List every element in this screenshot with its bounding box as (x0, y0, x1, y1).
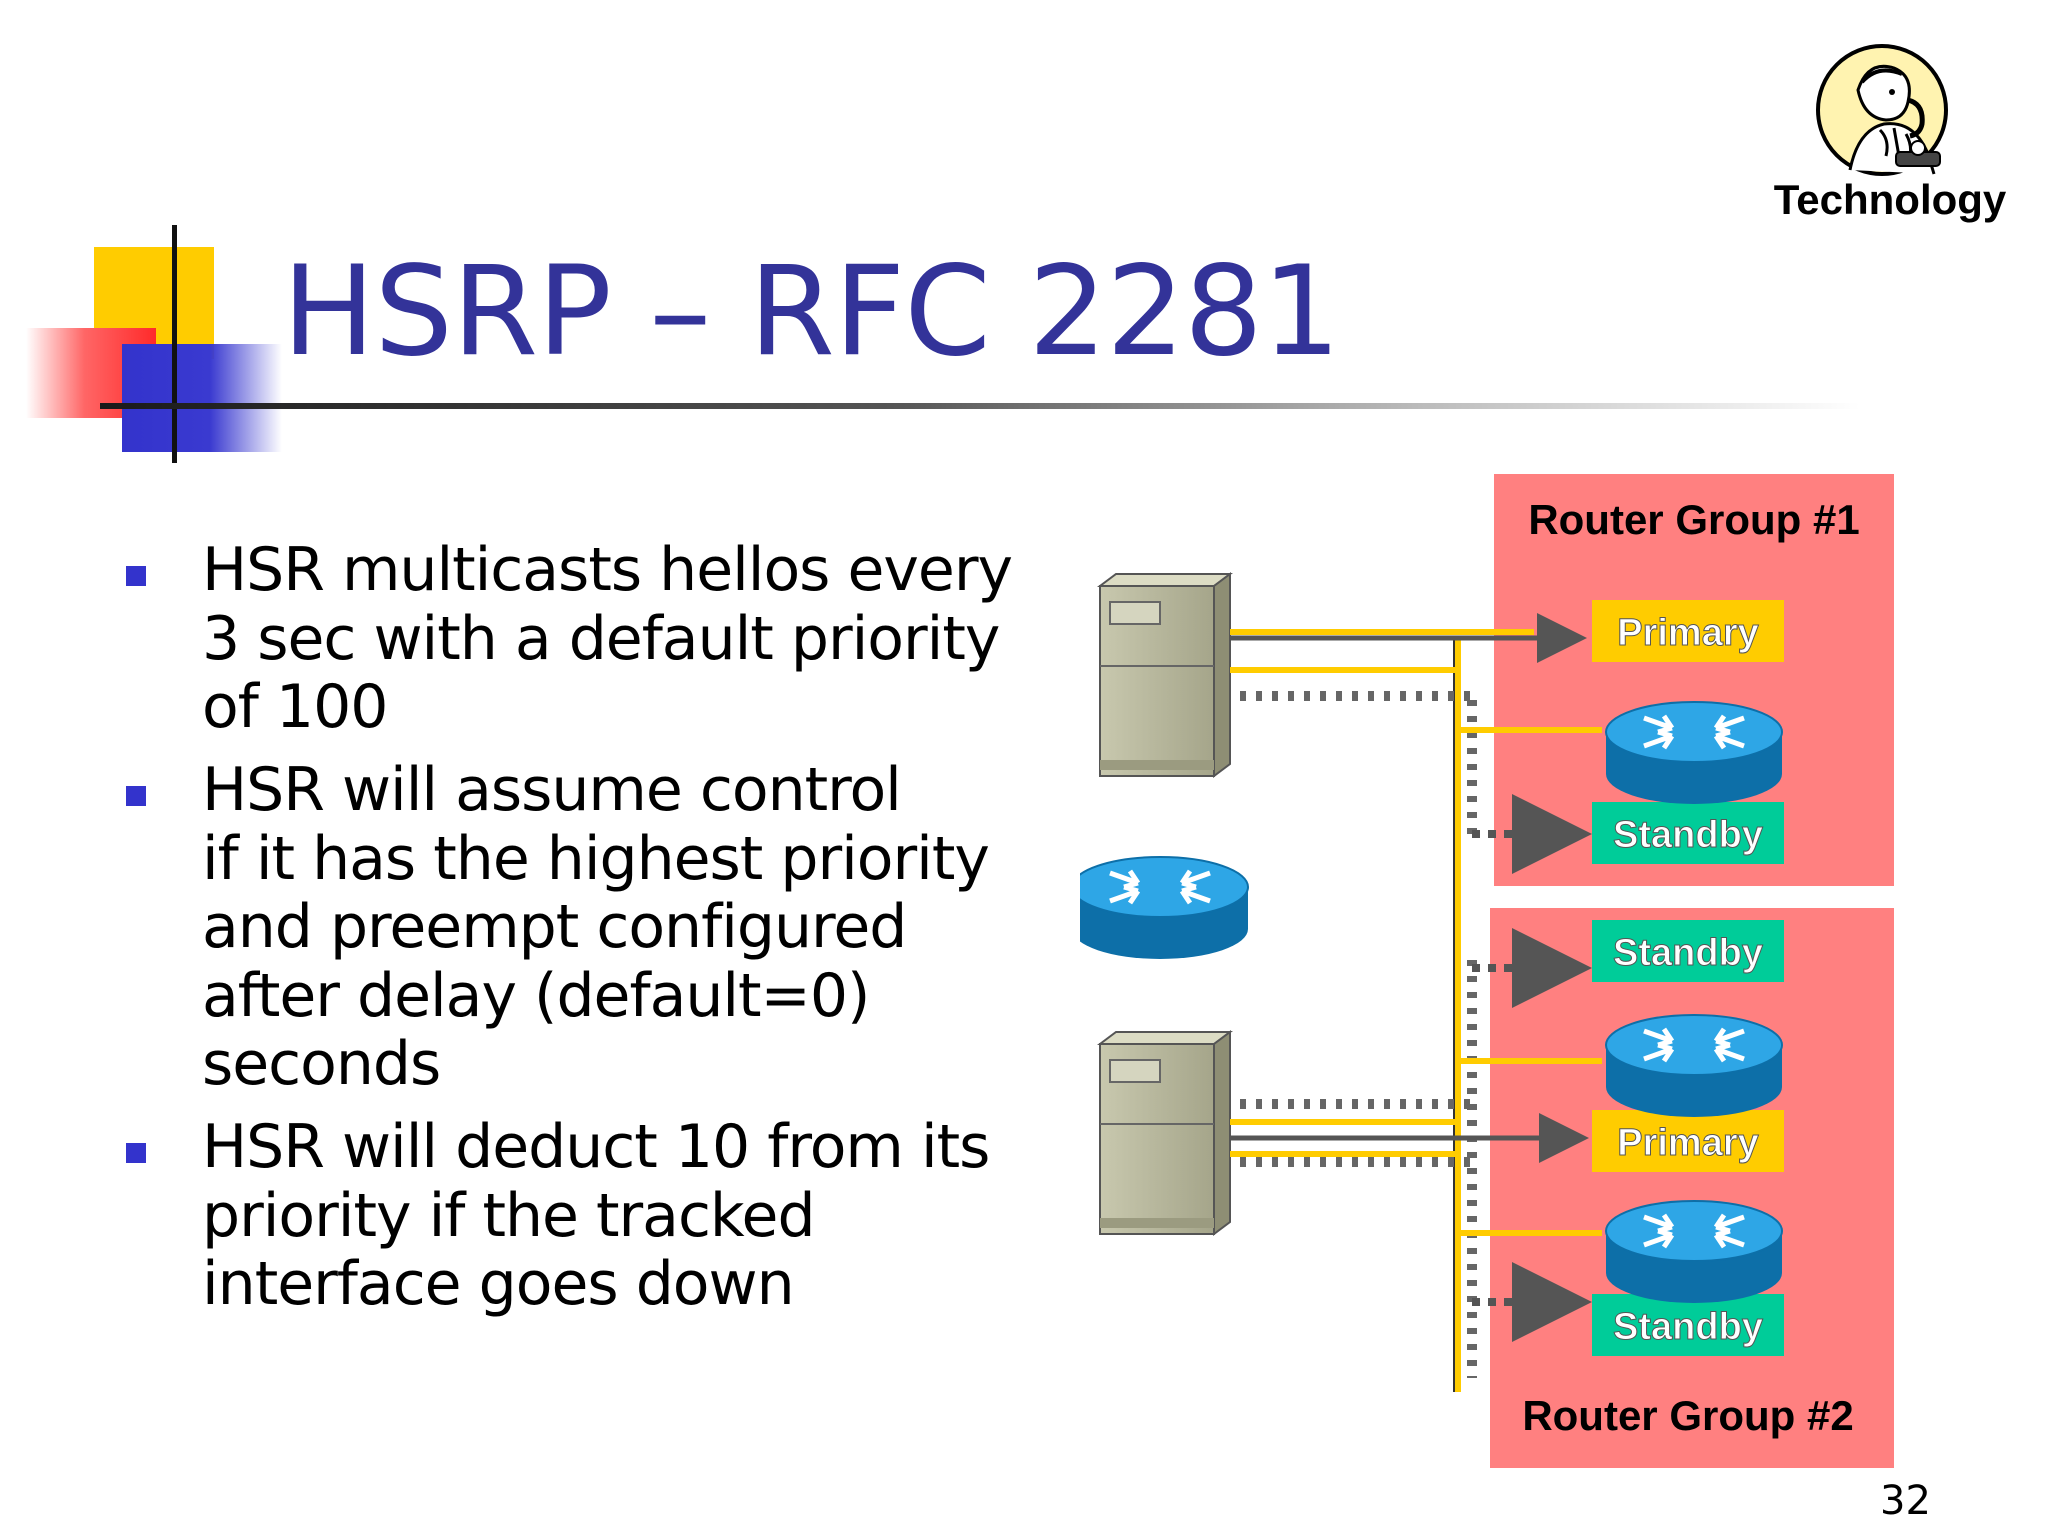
bullet-line: interface goes down (202, 1249, 795, 1319)
bullet-line: 3 sec with a default priority (202, 603, 1000, 674)
server-icon (1097, 1030, 1233, 1236)
primary-badge (1592, 600, 1784, 662)
bullet-text: HSR will deduct 10 from its priority if … (202, 1113, 1082, 1319)
standby-badge (1592, 1294, 1784, 1356)
router-icon (1080, 856, 1249, 959)
bullet-text: HSR multicasts hellos every 3 sec with a… (202, 536, 1082, 742)
bullet-square-icon (126, 786, 146, 806)
server-icon (1097, 572, 1233, 778)
primary-badge-label: Primary (1617, 612, 1759, 654)
standby-badge (1592, 802, 1784, 864)
standby-badge-label: Standby (1613, 814, 1763, 856)
title-decoration-blue-square (122, 344, 282, 452)
bullet-line: of 100 (202, 672, 388, 742)
bullet-line: priority if the tracked (202, 1180, 816, 1251)
router-icon (1605, 1014, 1783, 1117)
bullet-text: HSR will assume control if it has the hi… (202, 756, 1082, 1099)
bullet-line: if it has the highest priority (202, 823, 990, 894)
bullet-square-icon (126, 566, 146, 586)
router-group-2-box (1490, 908, 1894, 1468)
bullet-line: and preempt configured (202, 892, 907, 962)
slide-title: HSRP – RFC 2281 (282, 240, 1341, 384)
person-with-telephone-icon (1816, 44, 1948, 176)
hsrp-diagram: Router Group #1 Router Group #2 (1080, 474, 1894, 1468)
router-group-1-label: Router Group #1 (1528, 496, 1859, 543)
standby-badge (1592, 920, 1784, 982)
standby-badge-label: Standby (1613, 1306, 1763, 1348)
router-icon (1605, 1200, 1783, 1303)
title-decoration-vertical-line (172, 225, 177, 463)
bullet-square-icon (126, 1143, 146, 1163)
router-group-2-label: Router Group #2 (1522, 1392, 1853, 1439)
router-icon (1605, 701, 1783, 804)
primary-badge (1592, 1110, 1784, 1172)
bullet-line: HSR will deduct 10 from its (202, 1112, 990, 1182)
bullet-line: after delay (default=0) (202, 960, 870, 1031)
primary-badge-label: Primary (1617, 1122, 1759, 1164)
bullet-line: HSR multicasts hellos every (202, 535, 1013, 605)
bullet-line: HSR will assume control (202, 755, 902, 825)
title-underline (100, 403, 1860, 409)
logo-label: Technology (1773, 176, 2007, 223)
standby-badge-label: Standby (1613, 932, 1763, 974)
page-number: 32 (1880, 1478, 1931, 1524)
bullet-line: seconds (202, 1029, 441, 1099)
